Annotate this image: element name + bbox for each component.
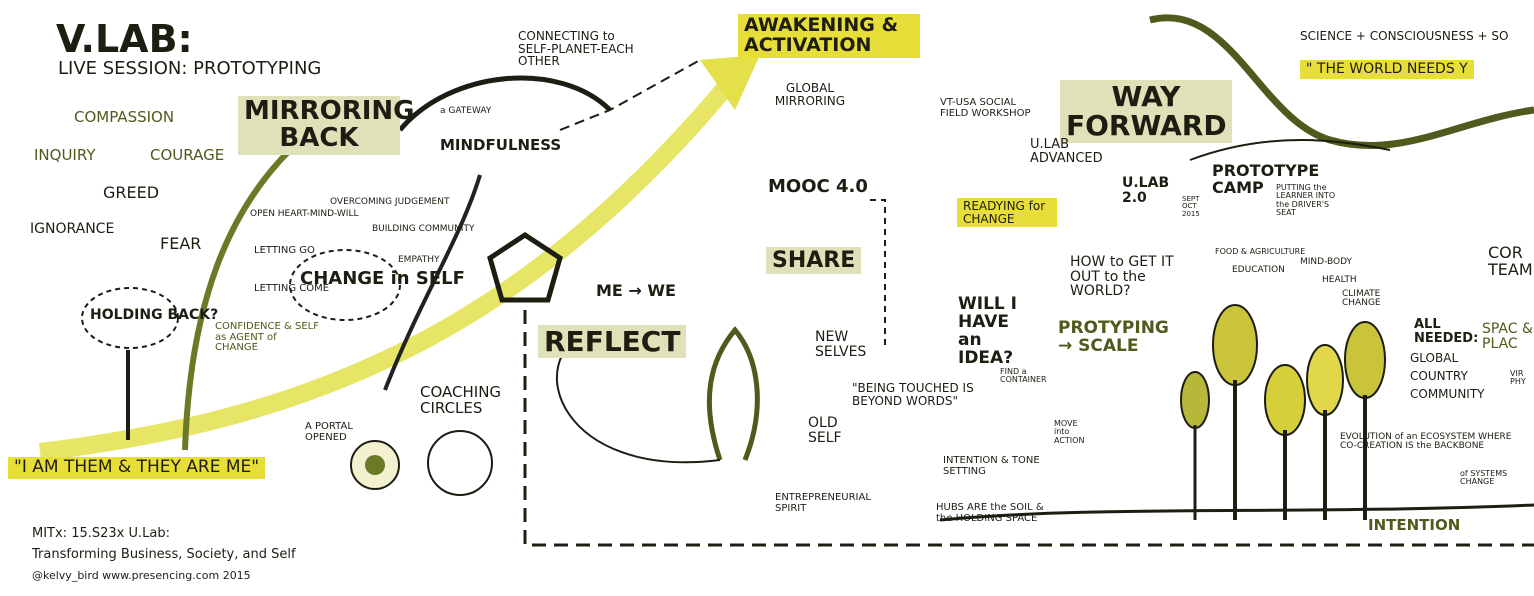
label-share: SHARE (766, 247, 862, 275)
label-fear: FEAR (160, 234, 202, 253)
pentagon-shape (487, 232, 563, 303)
label-connecting: CONNECTING to SELF-PLANET-EACH OTHER (518, 29, 634, 69)
label-how-to-get: HOW to GET IT OUT to the WORLD? (1070, 254, 1174, 300)
label-change-in-self: CHANGE in SELF (300, 268, 465, 289)
footer-course: MITx: 15.S23x U.Lab: (32, 526, 170, 541)
label-intention-tone: INTENTION & TONE SETTING (943, 455, 1040, 477)
trees-group (1180, 304, 1386, 520)
dashed-connector-top (559, 59, 701, 131)
label-portal: A PORTAL OPENED (305, 421, 353, 443)
gateway-arch (398, 75, 612, 132)
label-prototyping-scale: PROTYPING → SCALE (1058, 318, 1169, 356)
holding-back-ellipse (81, 287, 179, 349)
label-holding-back: HOLDING BACK? (90, 307, 219, 323)
label-all-needed: ALL NEEDED: (1414, 317, 1479, 346)
label-space-place: SPAC & PLAC (1482, 322, 1533, 352)
dashed-baseline (523, 310, 1534, 547)
mindfulness-arc (383, 174, 482, 391)
label-old-self: OLD SELF (808, 415, 842, 446)
label-community: COMMUNITY (1410, 387, 1485, 401)
label-core-team: COR TEAM (1488, 245, 1533, 279)
label-overcoming: OVERCOMING JUDGEMENT (330, 197, 450, 207)
label-ulab-2: U.LAB 2.0 (1122, 175, 1170, 206)
label-science: SCIENCE + CONSCIOUSNESS + SO (1300, 29, 1509, 43)
prototype-camp-bridge (1189, 139, 1391, 161)
label-virtual: VIR PHY (1510, 370, 1526, 387)
label-reflect: REFLECT (538, 325, 687, 359)
ground-line (939, 503, 1534, 522)
label-global-mirroring: GLOBAL MIRRORING (774, 81, 846, 108)
target-circle-inner (365, 455, 385, 475)
label-readying: READYING for CHANGE (957, 198, 1057, 228)
label-world-needs: " THE WORLD NEEDS Y (1300, 60, 1474, 79)
label-entrepreneurial: ENTREPRENEURIAL SPIRIT (775, 492, 871, 514)
mirroring-back-title: MIRRORING BACK (238, 96, 415, 155)
main-yellow-arrow (38, 64, 747, 461)
label-intention: INTENTION (1368, 516, 1461, 534)
label-prototype-camp: PROTOTYPE CAMP (1212, 161, 1320, 197)
coaching-circle-icon (427, 430, 493, 496)
label-being-touched: "BEING TOUCHED IS BEYOND WORDS" (852, 381, 974, 408)
label-find-container: FIND a CONTAINER (1000, 367, 1047, 385)
label-food: FOOD & AGRICULTURE (1215, 247, 1306, 256)
label-ignorance: IGNORANCE (30, 221, 115, 237)
footer-subtitle: Transforming Business, Society, and Self (32, 547, 296, 562)
label-mooc: MOOC 4.0 (768, 176, 868, 197)
label-compassion: COMPASSION (74, 108, 175, 126)
label-global: GLOBAL (1410, 351, 1459, 365)
label-new-selves: NEW SELVES (815, 329, 867, 360)
label-letting-come: LETTING COME (254, 283, 330, 294)
label-inquiry: INQUIRY (34, 146, 96, 164)
page-title: V.LAB: (56, 17, 193, 61)
label-mindfulness: MINDFULNESS (440, 136, 562, 154)
label-vt-usa: VT-USA SOCIAL FIELD WORKSHOP (940, 97, 1031, 119)
label-way-forward: WAY FORWARD (1060, 80, 1232, 143)
label-mind-body: MIND-BODY (1300, 257, 1353, 267)
label-will-i: WILL I HAVE an IDEA? (958, 294, 1017, 368)
change-self-ellipse (289, 249, 401, 321)
label-sept-oct: SEPT OCT 2015 (1182, 195, 1200, 218)
label-awakening: AWAKENING & ACTIVATION (738, 14, 920, 58)
label-health: HEALTH (1322, 275, 1357, 285)
main-yellow-arrowhead (700, 55, 760, 110)
label-education: EDUCATION (1232, 265, 1285, 275)
mirroring-arc (182, 147, 293, 451)
label-courage: COURAGE (150, 146, 225, 164)
label-greed: GREED (103, 183, 160, 202)
mooc-dashed (870, 199, 886, 350)
label-me-we: ME → WE (596, 281, 676, 300)
label-putting-learner: PUTTING the LEARNER INTO the DRIVER'S SE… (1276, 183, 1336, 218)
label-coaching: COACHING CIRCLES (420, 383, 502, 417)
quote-i-am-them: "I AM THEM & THEY ARE ME" (8, 457, 266, 479)
label-building: BUILDING COMMUNITY (372, 224, 475, 234)
label-hubs: HUBS ARE the SOIL & the HOLDING SPACE (936, 502, 1044, 524)
label-confidence: CONFIDENCE & SELF as AGENT of CHANGE (215, 321, 319, 353)
reflect-figure (706, 326, 760, 461)
label-gateway: a GATEWAY (440, 106, 492, 116)
label-move-action: MOVE into ACTION (1054, 419, 1085, 445)
footer-credit: @kelvy_bird www.presencing.com 2015 (32, 569, 251, 582)
label-letting-go: LETTING GO (254, 245, 315, 256)
page-subtitle: LIVE SESSION: PROTOTYPING (58, 58, 322, 79)
label-country: COUNTRY (1410, 369, 1468, 383)
label-evolution: EVOLUTION of an ECOSYSTEM WHERE CO-CREAT… (1340, 432, 1512, 452)
label-systems-change: of SYSTEMS CHANGE (1460, 469, 1508, 487)
label-climate: CLIMATE CHANGE (1342, 289, 1381, 309)
label-open-heart: OPEN HEART-MIND-WILL (250, 209, 359, 219)
label-ulab-advanced: U.LAB ADVANCED (1030, 137, 1103, 166)
label-empathy: EMPATHY (398, 255, 440, 265)
top-wave (1149, 14, 1534, 150)
